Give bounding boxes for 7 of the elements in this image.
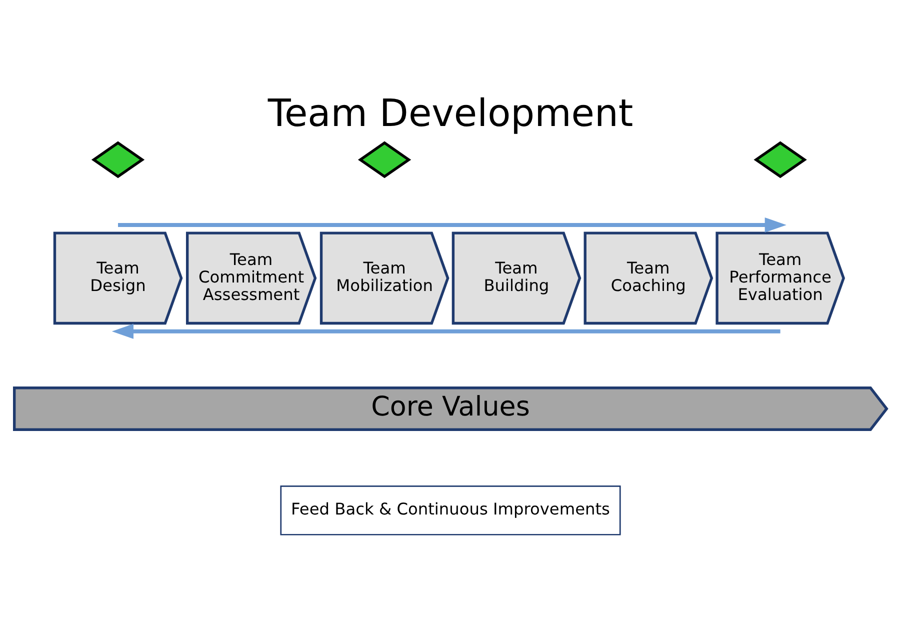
arrow [118, 217, 786, 233]
diagram-title: Team Development [268, 90, 634, 135]
node-diamond [91, 141, 145, 178]
arrow [112, 324, 780, 339]
node-box: Feed Back & Continuous Improvements [280, 485, 621, 536]
node-diamond [358, 141, 412, 178]
node-diamond [754, 141, 807, 178]
